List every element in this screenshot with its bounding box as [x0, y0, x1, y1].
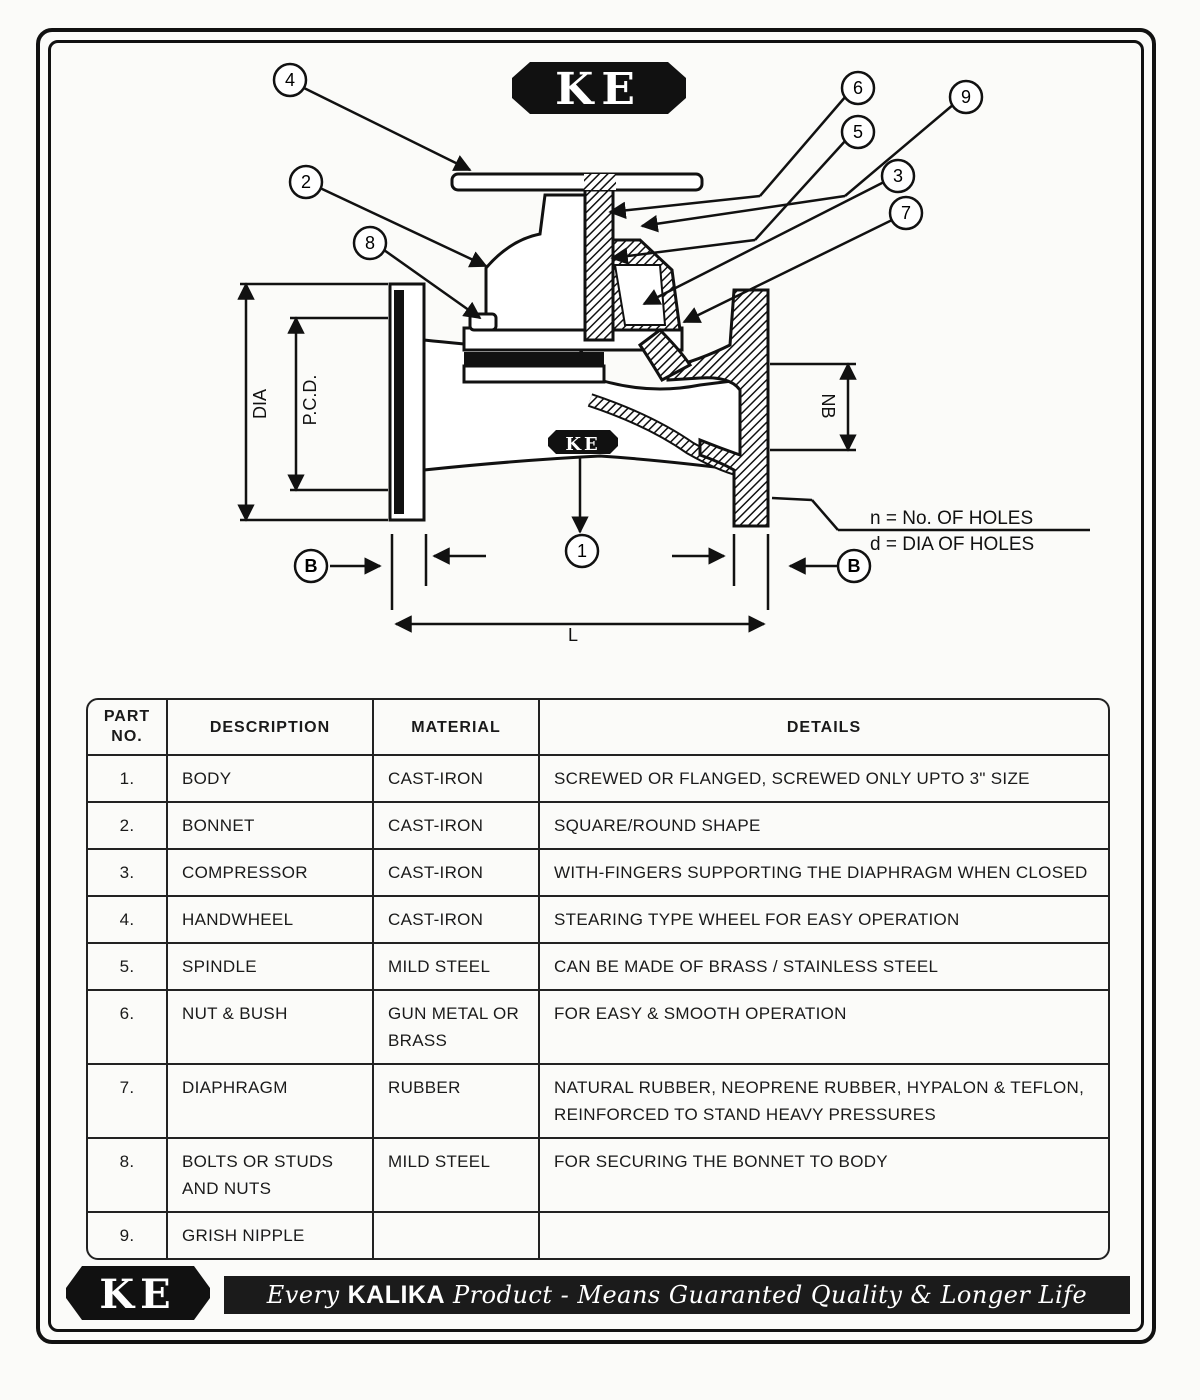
handwheel — [450, 172, 704, 192]
leader-lines — [303, 86, 955, 324]
svg-text:8: 8 — [365, 233, 375, 253]
pcd-label: P.C.D. — [300, 375, 320, 426]
svg-text:9: 9 — [961, 87, 971, 107]
bolt — [468, 312, 498, 332]
header-material: MATERIAL — [374, 700, 540, 756]
footer-logo: KE — [66, 1266, 210, 1320]
callout-5: 5 — [840, 114, 876, 150]
parts-table: PART NO. DESCRIPTION MATERIAL DETAILS 1.… — [86, 698, 1110, 1260]
top-logo: KE — [512, 62, 686, 115]
svg-text:KE: KE — [565, 434, 600, 455]
nb-label: NB — [818, 393, 838, 418]
callout-2: 2 — [288, 164, 324, 200]
dimension-labels: DIA P.C.D. NB L n = No. OF HOLES d = DIA… — [250, 375, 1034, 645]
outer-border — [36, 28, 1156, 1344]
dimension-lines — [237, 282, 1090, 633]
callout-4: 4 — [272, 62, 308, 98]
header-part-no: PART NO. — [88, 700, 168, 756]
valve-drawing: KE KE — [237, 62, 1090, 645]
bonnet — [484, 193, 587, 332]
inner-border — [48, 40, 1144, 1332]
length-label: L — [568, 625, 578, 645]
table-row: 9.GRISH NIPPLE — [88, 1213, 1108, 1258]
svg-text:5: 5 — [853, 122, 863, 142]
callout-b-left: B — [293, 548, 329, 584]
svg-text:2: 2 — [301, 172, 311, 192]
callout-7: 7 — [888, 195, 924, 231]
dia-label: DIA — [250, 389, 270, 419]
top-logo-text: KE — [555, 64, 643, 115]
spindle — [583, 173, 615, 342]
svg-text:KE: KE — [99, 1271, 176, 1318]
holes-n-label: n = No. OF HOLES — [870, 508, 1033, 529]
tagline-pre: Every — [266, 1281, 340, 1309]
body-logo: KE — [548, 430, 618, 455]
callout-8: 8 — [352, 225, 388, 261]
svg-text:3: 3 — [893, 166, 903, 186]
svg-text:B: B — [848, 556, 861, 576]
callout-3: 3 — [880, 158, 916, 194]
diaphragm — [637, 328, 693, 382]
callout-1: 1 — [564, 533, 600, 569]
svg-text:1: 1 — [577, 541, 587, 561]
callout-6: 6 — [840, 70, 876, 106]
callout-9: 9 — [948, 79, 984, 115]
callout-b-right: B — [836, 548, 872, 584]
callouts: 4 2 8 6 5 9 3 7 1 B B — [272, 62, 984, 584]
holes-d-label: d = DIA OF HOLES — [870, 534, 1034, 555]
svg-text:6: 6 — [853, 78, 863, 98]
header-description: DESCRIPTION — [168, 700, 374, 756]
svg-text:7: 7 — [901, 203, 911, 223]
svg-text:4: 4 — [285, 70, 295, 90]
table-header-row: PART NO. DESCRIPTION MATERIAL DETAILS — [88, 700, 1108, 756]
svg-text:B: B — [305, 556, 318, 576]
header-details: DETAILS — [540, 700, 1108, 756]
footer-tagline: Every KALIKA Product - Means Guaranted Q… — [224, 1276, 1130, 1314]
tagline-brand: KALIKA — [347, 1280, 446, 1309]
tagline-post: Product - Means Guaranted Quality & Long… — [453, 1281, 1088, 1309]
